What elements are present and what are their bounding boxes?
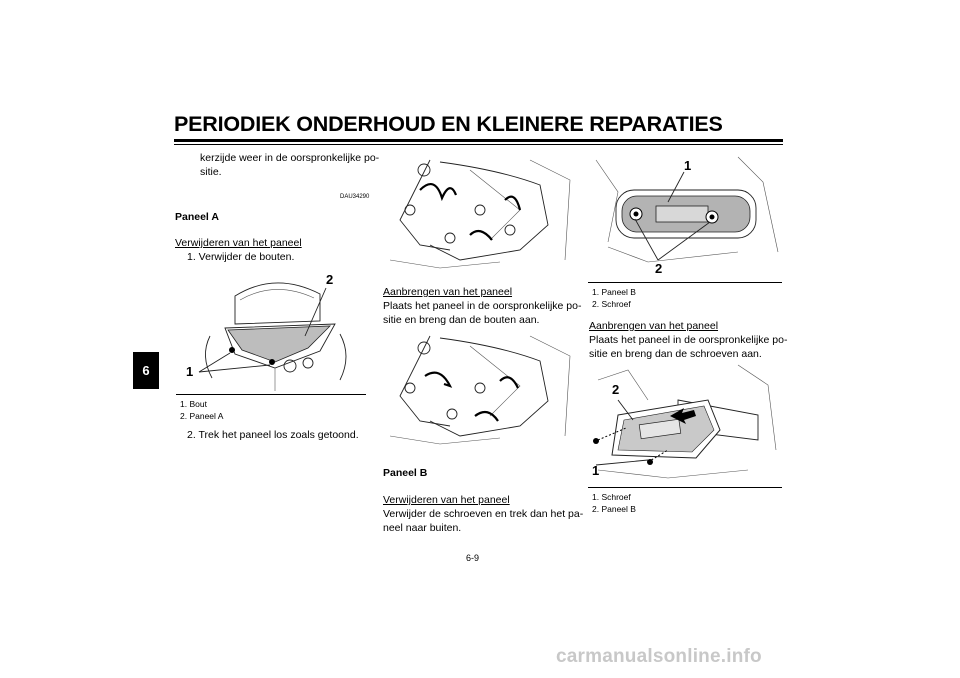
subheading-remove-panel-a: Verwijderen van het paneel [175, 237, 302, 249]
section-heading-paneel-a: Paneel A [175, 211, 219, 223]
intro-text-line2: sitie. [200, 166, 222, 178]
caption-item-1: 1. Paneel B [592, 287, 636, 297]
subheading-install-panel-a: Aanbrengen van het paneel [383, 286, 513, 298]
intro-text-line1: kerzijde weer in de oorspronkelijke po- [200, 152, 380, 164]
install-a-line1: Plaats het paneel in de oorspronkelijke … [383, 300, 582, 312]
remove-b-line1: Verwijder de schroeven en trek dan het p… [383, 508, 584, 520]
figure-panel-b [595, 156, 779, 263]
figure-callout-1: 1 [592, 463, 600, 478]
install-b-line2: sitie en breng dan de schroeven aan. [589, 348, 762, 360]
caption-rule [588, 282, 782, 283]
caption-rule [176, 394, 366, 395]
figure-panel-a-install [389, 335, 571, 445]
watermark: carmanualsonline.info [556, 646, 762, 667]
header-rule-thin [174, 144, 783, 145]
figure-callout-1: 1 [684, 158, 692, 173]
figure-panel-b-install [593, 364, 777, 479]
caption-item-2: 2. Schroef [592, 299, 631, 309]
step-2: 2. Trek het paneel los zoals getoond. [187, 429, 359, 441]
install-a-line2: sitie en breng dan de bouten aan. [383, 314, 540, 326]
chapter-tab: 6 [133, 352, 159, 389]
subheading-remove-panel-b: Verwijderen van het paneel [383, 494, 510, 506]
header-rule [174, 139, 783, 142]
figure-callout-2: 2 [655, 261, 663, 276]
step-1: 1. Verwijder de bouten. [187, 251, 295, 263]
figure-callout-1: 1 [186, 364, 194, 379]
section-code: DAU34290 [340, 194, 370, 200]
subheading-install-panel-b: Aanbrengen van het paneel [589, 320, 719, 332]
caption-item-2: 2. Paneel A [180, 411, 224, 421]
figure-panel-a [198, 282, 347, 391]
figure-panel-a-removal [389, 159, 571, 269]
caption-rule [588, 487, 782, 488]
caption-item-1: 1. Bout [180, 399, 207, 409]
page-number: 6-9 [466, 553, 480, 563]
caption-item-1: 1. Schroef [592, 492, 631, 502]
caption-item-2: 2. Paneel B [592, 504, 636, 514]
page-title: PERIODIEK ONDERHOUD EN KLEINERE REPARATI… [174, 112, 723, 136]
figure-callout-2: 2 [326, 272, 334, 287]
remove-b-line2: neel naar buiten. [383, 522, 462, 534]
figure-callout-2: 2 [612, 382, 620, 397]
section-heading-paneel-b: Paneel B [383, 467, 428, 479]
install-b-line1: Plaats het paneel in de oorspronkelijke … [589, 334, 788, 346]
